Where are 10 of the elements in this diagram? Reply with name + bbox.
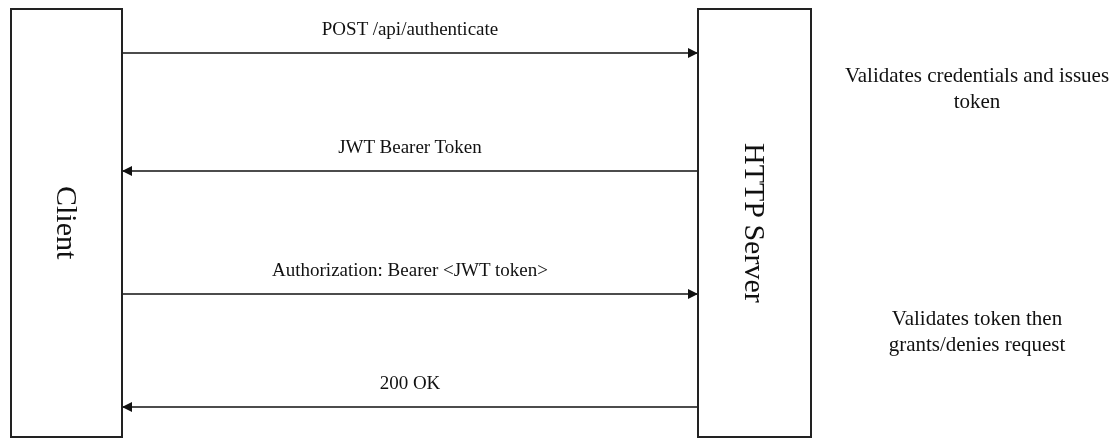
participant-box	[697, 8, 812, 438]
participant-label: HTTP Server	[737, 143, 772, 303]
message-arrow	[122, 289, 698, 299]
message-arrow	[122, 402, 698, 412]
participant-label: Client	[49, 186, 84, 260]
message-arrow	[122, 166, 698, 176]
note-text: Validates credentials and issues token	[843, 62, 1111, 115]
note-text: Validates token then grants/denies request	[887, 305, 1067, 358]
participant-box	[10, 8, 123, 438]
message-arrow	[122, 48, 698, 58]
